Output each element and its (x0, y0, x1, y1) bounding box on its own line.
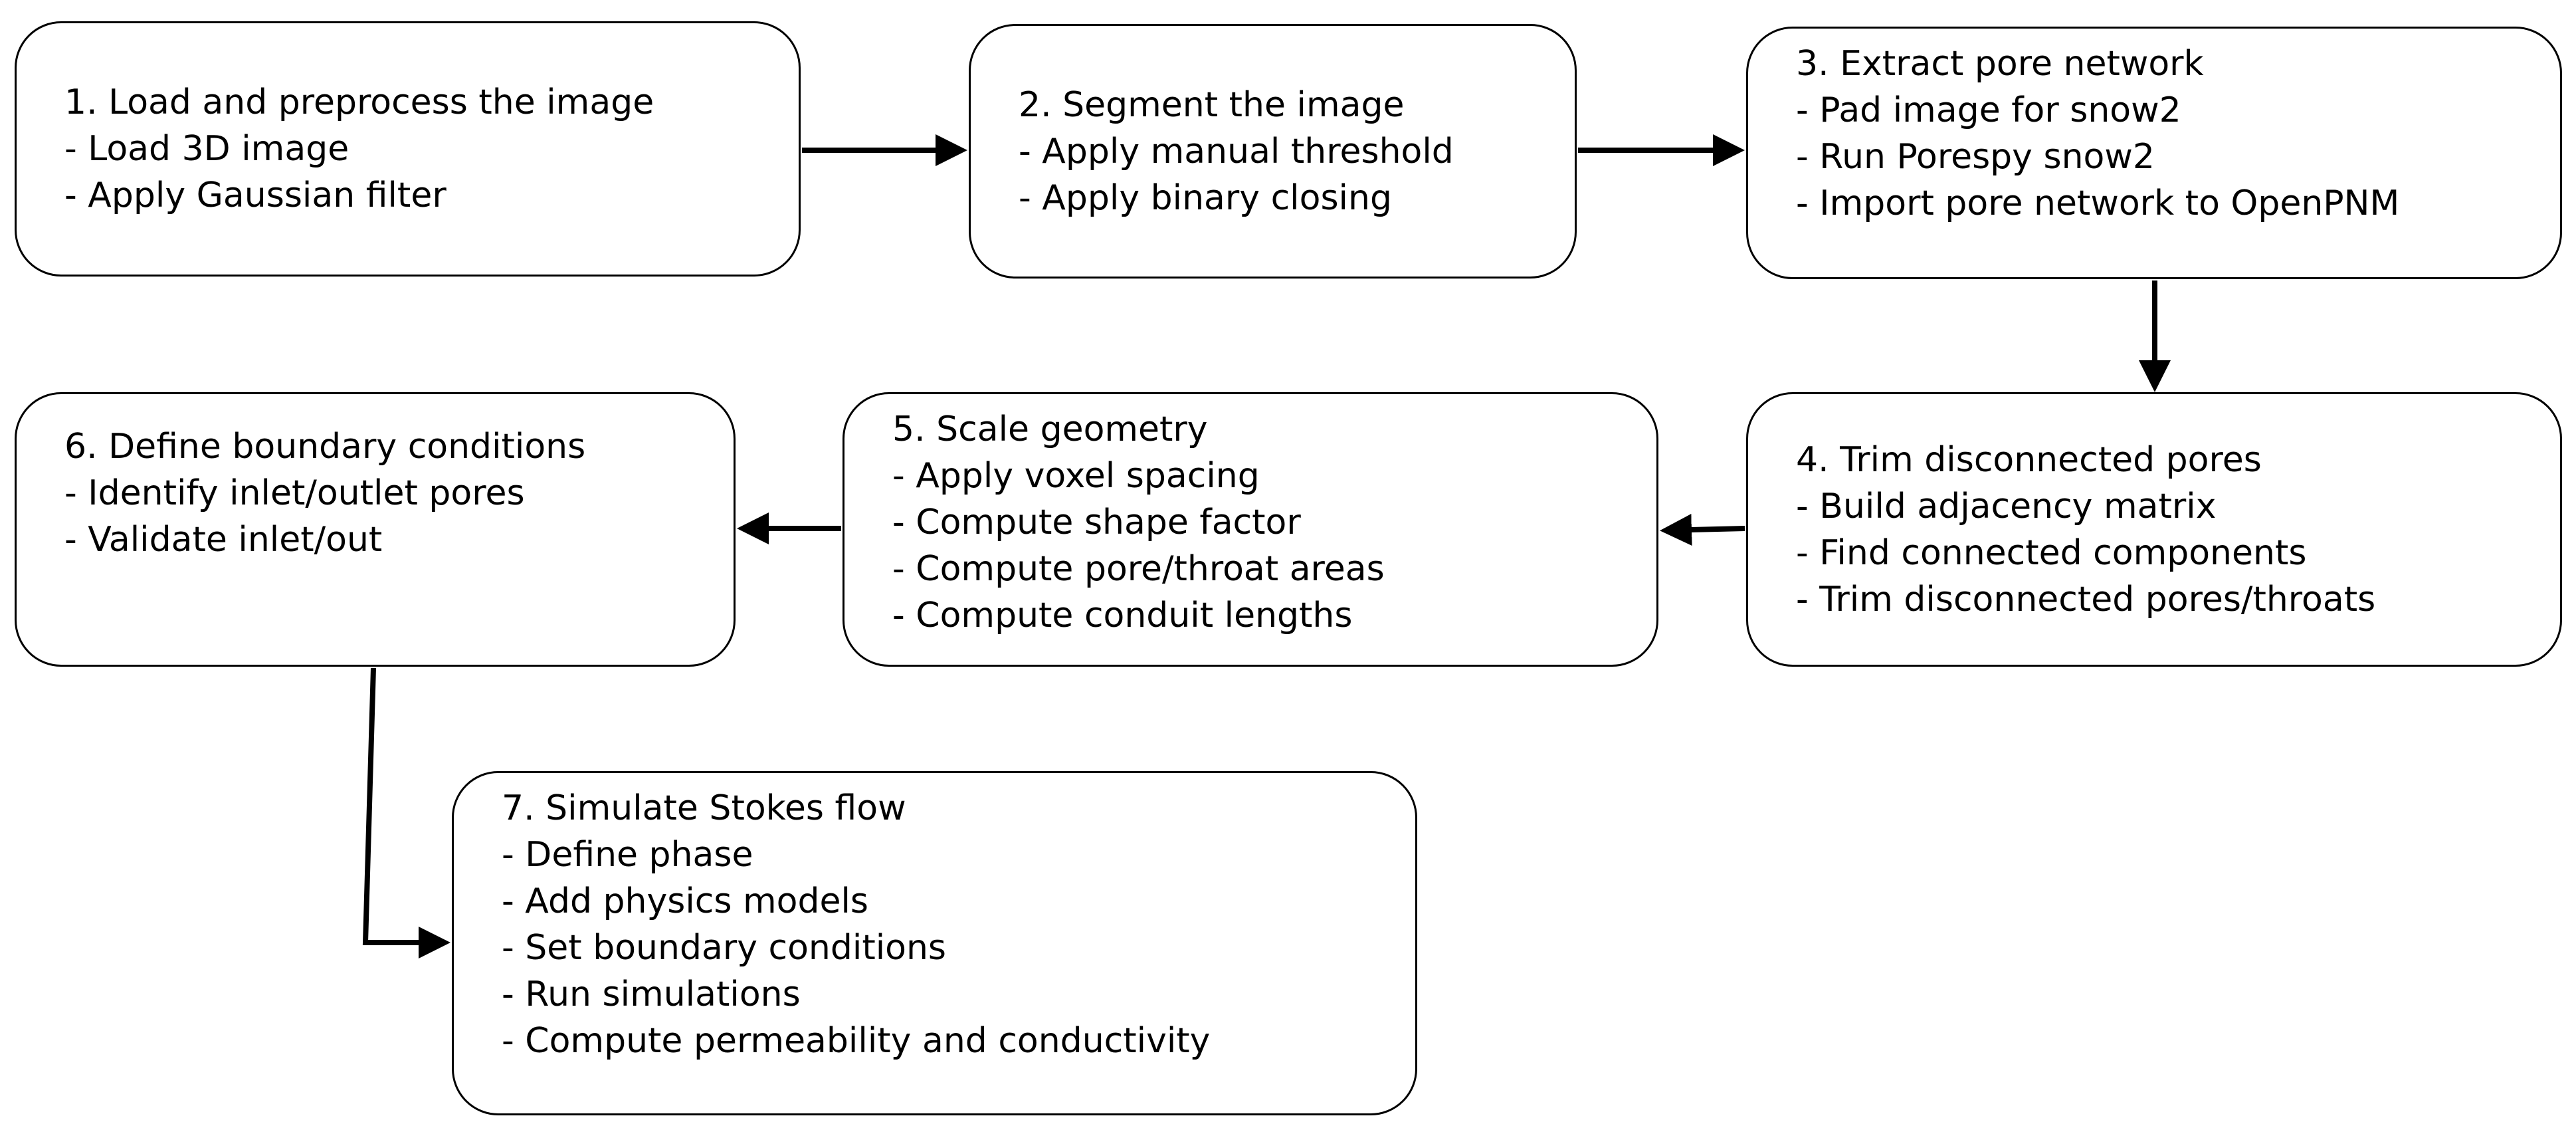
arrow-4-to-5 (1660, 514, 1745, 546)
step-6-item: - Identify inlet/outlet pores (64, 473, 525, 513)
step-5-box: 5. Scale geometry - Apply voxel spacing … (842, 392, 1658, 667)
step-6-title: 6. Define boundary conditions (64, 427, 586, 467)
step-4-item: - Build adjacency matrix (1796, 486, 2217, 526)
step-3-item: - Import pore network to OpenPNM (1796, 183, 2400, 223)
step-7-item: - Run simulations (502, 974, 801, 1014)
step-7-item: - Compute permeability and conductivity (502, 1021, 1211, 1061)
step-2-box: 2. Segment the image - Apply manual thre… (969, 24, 1577, 279)
step-5-title: 5. Scale geometry (892, 409, 1208, 449)
step-2-item: - Apply manual threshold (1019, 131, 1454, 171)
step-4-item: - Trim disconnected pores/throats (1796, 579, 2376, 620)
step-7-item: - Define phase (502, 835, 753, 875)
step-5-item: - Compute pore/throat areas (892, 549, 1385, 589)
step-5-item: - Compute conduit lengths (892, 596, 1353, 635)
step-7-title: 7. Simulate Stokes flow (502, 788, 906, 828)
step-7-item: - Set boundary conditions (502, 928, 947, 968)
step-3-box: 3. Extract pore network - Pad image for … (1746, 27, 2562, 279)
step-4-item: - Find connected components (1796, 532, 2307, 573)
step-7-box: 7. Simulate Stokes flow - Define phase -… (452, 771, 1417, 1115)
step-5-item: - Compute shape factor (892, 503, 1301, 542)
arrow-6-to-7 (362, 667, 450, 959)
step-3-item: - Run Porespy snow2 (1796, 137, 2155, 177)
step-5-item: - Apply voxel spacing (892, 456, 1260, 496)
step-6-item: - Validate inlet/out (64, 520, 383, 560)
step-1-item: - Load 3D image (64, 129, 349, 169)
step-1-box: 1. Load and preprocess the image - Load … (15, 21, 801, 277)
step-2-title: 2. Segment the image (1019, 84, 1405, 125)
step-3-item: - Pad image for snow2 (1796, 90, 2181, 130)
step-4-title: 4. Trim disconnected pores (1796, 439, 2262, 480)
step-1-item: - Apply Gaussian filter (64, 175, 446, 215)
step-4-box: 4. Trim disconnected pores - Build adjac… (1746, 392, 2562, 667)
step-7-item: - Add physics models (502, 881, 868, 921)
step-2-item: - Apply binary closing (1019, 177, 1392, 218)
step-1-title: 1. Load and preprocess the image (64, 82, 654, 122)
step-3-title: 3. Extract pore network (1796, 44, 2204, 84)
step-6-box: 6. Define boundary conditions - Identify… (15, 392, 736, 667)
